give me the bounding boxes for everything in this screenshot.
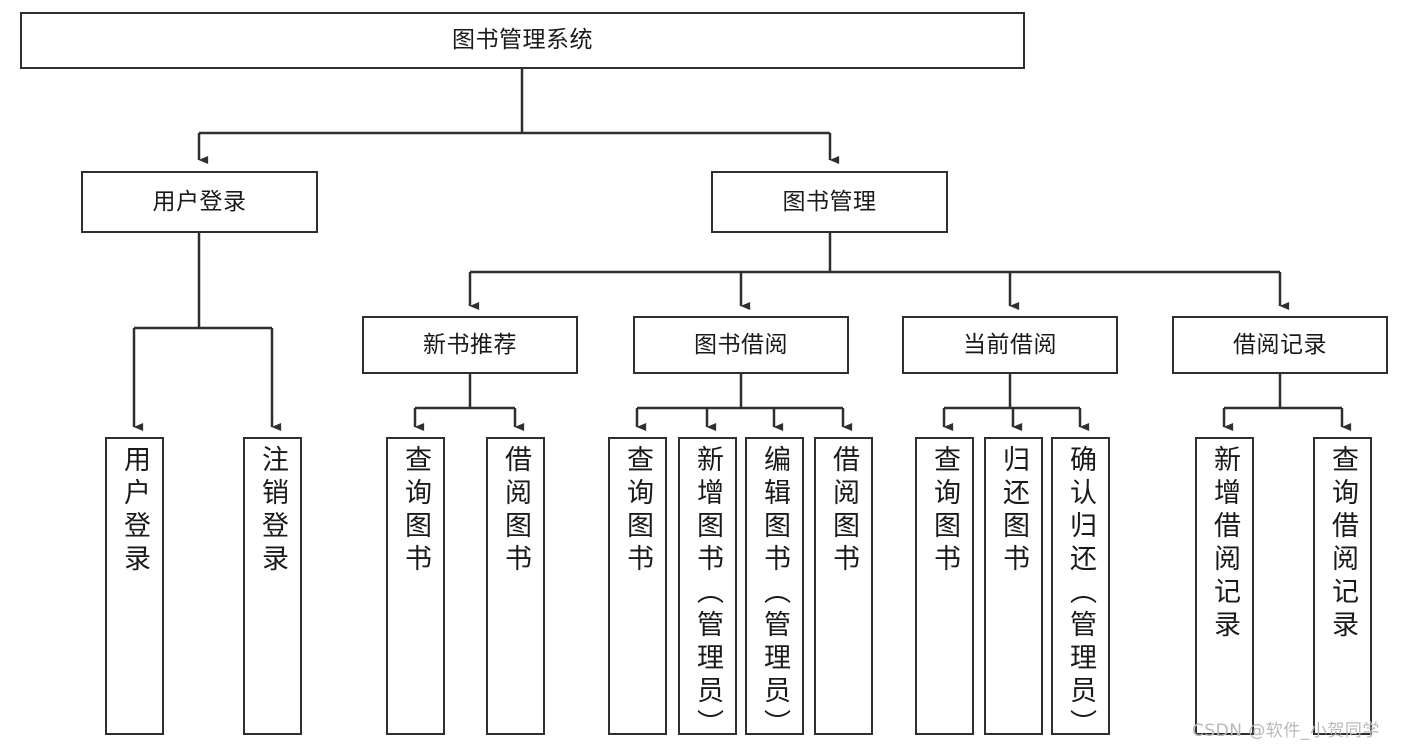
node-leaf-borrow-edit[interactable]: 编辑图书（管理员） [745,437,804,742]
node-leaf-cur-query[interactable]: 查询图书 [915,437,974,735]
node-leaf-borrow-query[interactable]: 查询图书 [608,437,667,735]
node-current-borrow-label: 当前借阅 [963,331,1057,358]
node-leaf-user-login[interactable]: 用户登录 [105,437,164,735]
node-root-label: 图书管理系统 [452,27,593,54]
node-leaf-borrow-add[interactable]: 新增图书（管理员） [678,437,737,742]
node-leaf-cur-return-label: 归还图书 [998,445,1029,577]
node-new-book-rec-label: 新书推荐 [423,331,517,358]
node-leaf-user-login-label: 用户登录 [119,445,150,577]
node-user-login[interactable]: 用户登录 [81,171,318,233]
node-book-borrow[interactable]: 图书借阅 [633,316,849,374]
node-leaf-user-logout-label: 注销登录 [257,445,288,577]
node-leaf-cur-confirm[interactable]: 确认归还（管理员） [1051,437,1110,742]
node-book-manage-label: 图书管理 [782,188,877,215]
node-leaf-user-logout[interactable]: 注销登录 [243,437,302,735]
node-book-borrow-label: 图书借阅 [694,331,788,358]
node-book-manage[interactable]: 图书管理 [711,171,948,233]
node-leaf-rec-add-label: 新增借阅记录 [1209,445,1240,643]
node-leaf-cur-return[interactable]: 归还图书 [984,437,1043,735]
node-user-login-label: 用户登录 [152,188,247,215]
node-leaf-borrow-query-label: 查询图书 [622,445,653,577]
node-leaf-rec-search[interactable]: 查询借阅记录 [1313,437,1372,735]
node-leaf-borrow-lend[interactable]: 借阅图书 [814,437,873,735]
node-leaf-rec-add[interactable]: 新增借阅记录 [1195,437,1254,735]
node-borrow-record-label: 借阅记录 [1233,331,1327,358]
node-leaf-cur-query-label: 查询图书 [929,445,960,577]
node-leaf-rec-borrow-label: 借阅图书 [500,445,531,577]
node-root[interactable]: 图书管理系统 [20,12,1025,69]
node-leaf-rec-query[interactable]: 查询图书 [386,437,445,735]
node-leaf-cur-confirm-label: 确认归还（管理员） [1065,445,1096,742]
node-new-book-rec[interactable]: 新书推荐 [362,316,578,374]
node-leaf-rec-search-label: 查询借阅记录 [1327,445,1358,643]
node-leaf-borrow-add-label: 新增图书（管理员） [692,445,723,742]
node-leaf-rec-query-label: 查询图书 [400,445,431,577]
node-leaf-borrow-lend-label: 借阅图书 [828,445,859,577]
node-leaf-borrow-edit-label: 编辑图书（管理员） [759,445,790,742]
node-current-borrow[interactable]: 当前借阅 [902,316,1118,374]
node-borrow-record[interactable]: 借阅记录 [1172,316,1388,374]
node-leaf-rec-borrow[interactable]: 借阅图书 [486,437,545,735]
csdn-watermark: CSDN @软件_小贺同学 [1192,721,1380,741]
